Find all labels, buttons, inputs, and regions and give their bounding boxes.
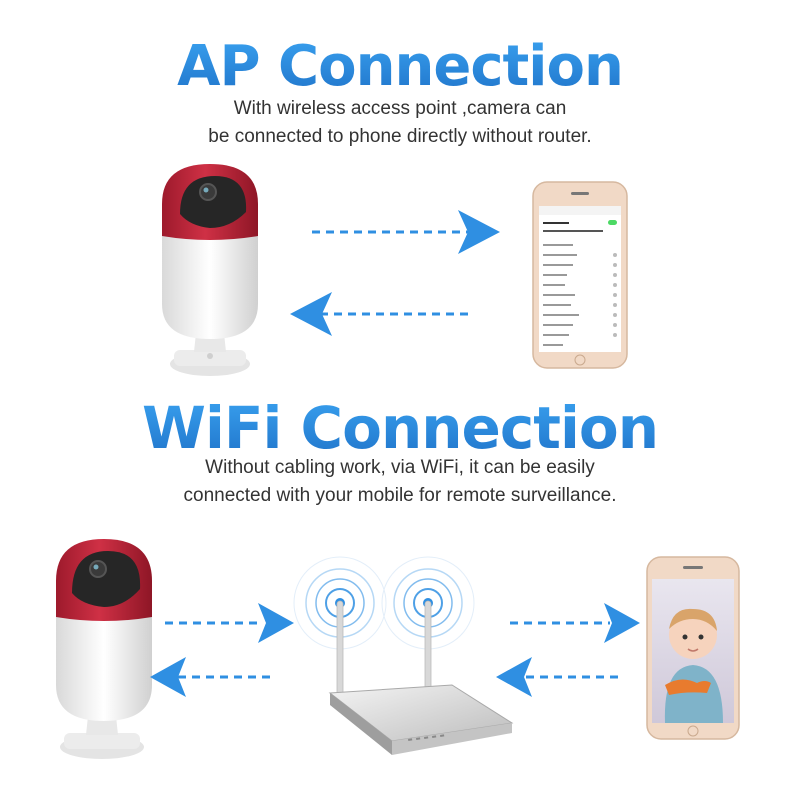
router-icon: [293, 556, 514, 755]
ap-description-line-2: be connected to phone directly without r…: [208, 126, 592, 147]
ap-connection-description: With wireless access point ,camera can b…: [0, 95, 800, 151]
arrow-left-icon: [150, 657, 272, 697]
arrow-left-icon: [290, 292, 470, 336]
camera-icon: [56, 539, 152, 759]
baby-image: [664, 608, 723, 723]
ap-illustration: [162, 164, 628, 376]
wifi-description-line-1: Without cabling work, via WiFi, it can b…: [205, 457, 595, 478]
wifi-signal-icon: [293, 556, 475, 650]
ap-description-line-1: With wireless access point ,camera can: [233, 98, 567, 119]
phone-icon: [646, 556, 740, 740]
arrow-right-icon: [312, 210, 500, 254]
camera-icon: [162, 164, 258, 376]
wifi-description-line-2: connected with your mobile for remote su…: [183, 485, 617, 506]
arrow-right-icon: [510, 603, 640, 643]
phone-icon: [532, 181, 628, 369]
arrow-left-icon: [496, 657, 622, 697]
ap-connection-title: AP Connection: [177, 34, 624, 99]
wifi-illustration: [56, 539, 740, 759]
arrow-right-icon: [165, 603, 294, 643]
wifi-connection-description: Without cabling work, via WiFi, it can b…: [0, 454, 800, 510]
wifi-connection-title: WiFi Connection: [141, 394, 659, 462]
